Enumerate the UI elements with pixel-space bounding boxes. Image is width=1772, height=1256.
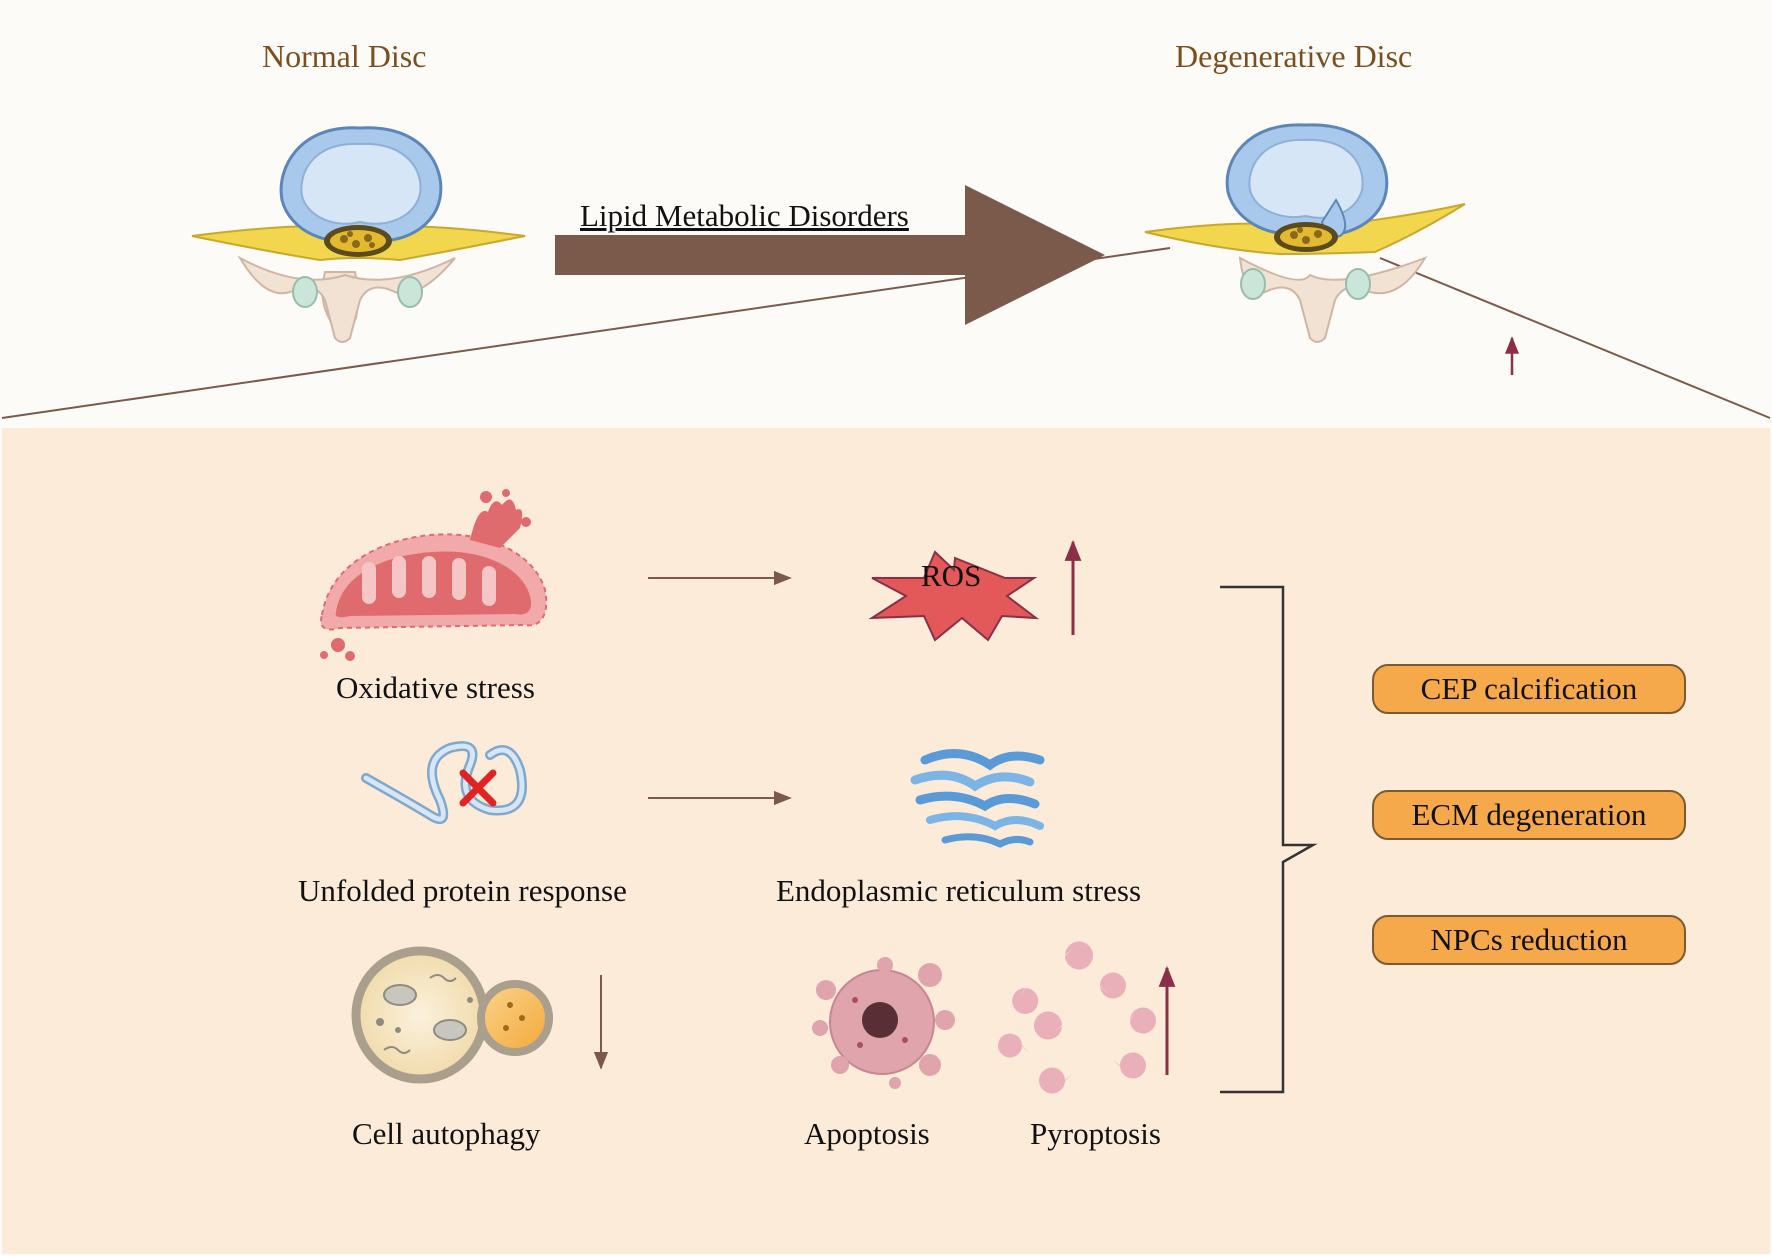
- mechanism-panel: [2, 428, 1770, 1254]
- apoptotic-cell-icon: [812, 957, 955, 1089]
- endoplasmic-reticulum-icon: [910, 749, 1045, 848]
- ros-label: ROS: [921, 558, 982, 593]
- unfolded-protein-response-label: Unfolded protein response: [298, 873, 627, 908]
- outcome-npcs-reduction: NPCs reduction: [1372, 915, 1686, 965]
- degenerative-disc-title: Degenerative Disc: [1175, 38, 1413, 74]
- pyroptosis-label: Pyroptosis: [1030, 1116, 1161, 1151]
- zoom-line-right: [1379, 257, 1771, 419]
- outcome-cep-calcification: CEP calcification: [1372, 664, 1686, 714]
- apoptosis-label: Apoptosis: [804, 1116, 930, 1151]
- oxidative-stress-label: Oxidative stress: [336, 670, 535, 705]
- unfolded-protein-icon: [361, 741, 527, 824]
- cross-icon: [459, 769, 497, 807]
- ros-star-icon: [868, 550, 1040, 642]
- transition-label: Lipid Metabolic Disorders: [580, 198, 909, 233]
- outcome-ecm-degeneration: ECM degeneration: [1372, 790, 1686, 840]
- degenerative-disc-icon: [1144, 123, 1466, 343]
- cell-autophagy-label: Cell autophagy: [352, 1116, 541, 1151]
- mitochondria-icon: [320, 489, 548, 661]
- autophagosome-icon: [351, 946, 553, 1084]
- normal-disc-title: Normal Disc: [262, 38, 427, 74]
- transition-arrow: [555, 185, 1105, 325]
- pyroptosis-fragments-icon: [998, 941, 1156, 1094]
- er-stress-label: Endoplasmic reticulum stress: [776, 873, 1142, 908]
- normal-disc-icon: [191, 126, 526, 343]
- convergence-bracket: [1220, 585, 1318, 1094]
